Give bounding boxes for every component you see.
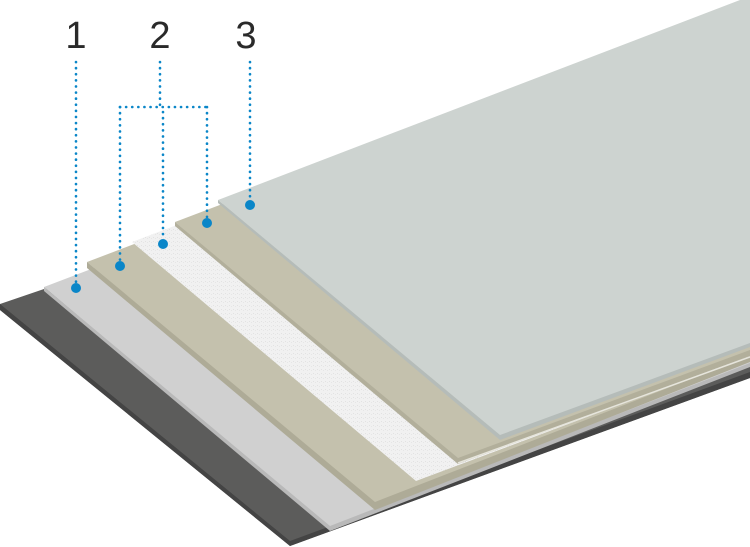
- callout-3-dot: [245, 200, 255, 210]
- callout-1-label: 1: [65, 15, 86, 57]
- layer-3-top: [218, 0, 750, 437]
- callout-2-dot-a: [115, 261, 125, 271]
- callout-2-dot-c: [202, 218, 212, 228]
- callout-2-label: 2: [149, 15, 170, 57]
- callout-1-dot: [71, 283, 81, 293]
- layer-2-beige-upper-edge: [175, 222, 750, 464]
- callout-3-label: 3: [235, 15, 256, 57]
- layer-1-edge: [44, 287, 750, 531]
- callout-2-dot-b: [158, 239, 168, 249]
